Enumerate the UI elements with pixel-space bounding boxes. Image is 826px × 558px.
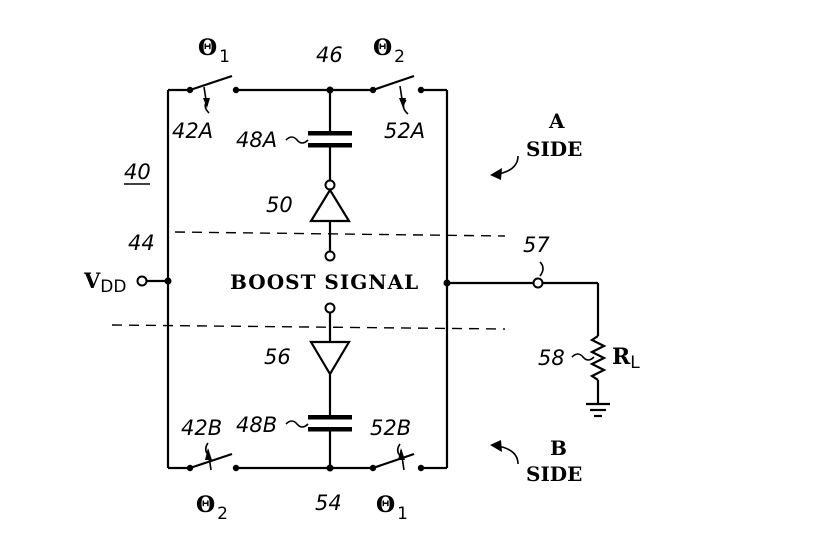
label-node-44: 44 [128, 231, 155, 255]
switch-42a [186, 74, 240, 108]
label-switch-42b: 42B [181, 416, 222, 440]
label-node-57: 57 [523, 233, 550, 257]
label-a-side-letter: A [548, 109, 565, 133]
label-switch-42a: 42A [172, 119, 213, 143]
label-buffer-56: 56 [264, 345, 291, 369]
label-b-side-word: SIDE [526, 462, 582, 486]
switch-52a [369, 74, 425, 108]
label-a-side-word: SIDE [526, 137, 582, 161]
a-side-arrow [490, 155, 519, 180]
bottom-branch [308, 302, 352, 472]
label-boost-signal: BOOST SIGNAL [230, 270, 419, 294]
label-cap-48b: 48B [236, 413, 277, 437]
label-switch-52b: 52B [370, 416, 411, 440]
switch-42b [186, 448, 240, 472]
label-40: 40 [124, 160, 151, 184]
b-side-arrow [490, 440, 519, 465]
label-vdd: VDD [83, 268, 126, 297]
top-branch [308, 86, 352, 262]
vdd-input [136, 275, 172, 287]
switch-52b [369, 448, 425, 472]
leader-lines [204, 99, 595, 458]
label-node-54: 54 [315, 491, 342, 515]
dashed-line-upper [174, 231, 506, 237]
label-cap-48a: 48A [236, 128, 277, 152]
label-switch-52a: 52A [384, 119, 425, 143]
label-b-side-letter: B [550, 436, 567, 460]
label-resistor-58: 58 [538, 346, 565, 370]
label-buffer-50: 50 [266, 193, 293, 217]
label-rl: RL [612, 344, 640, 373]
output-load [443, 277, 610, 418]
label-node-46: 46 [316, 43, 343, 67]
dashed-line-lower [111, 324, 506, 330]
